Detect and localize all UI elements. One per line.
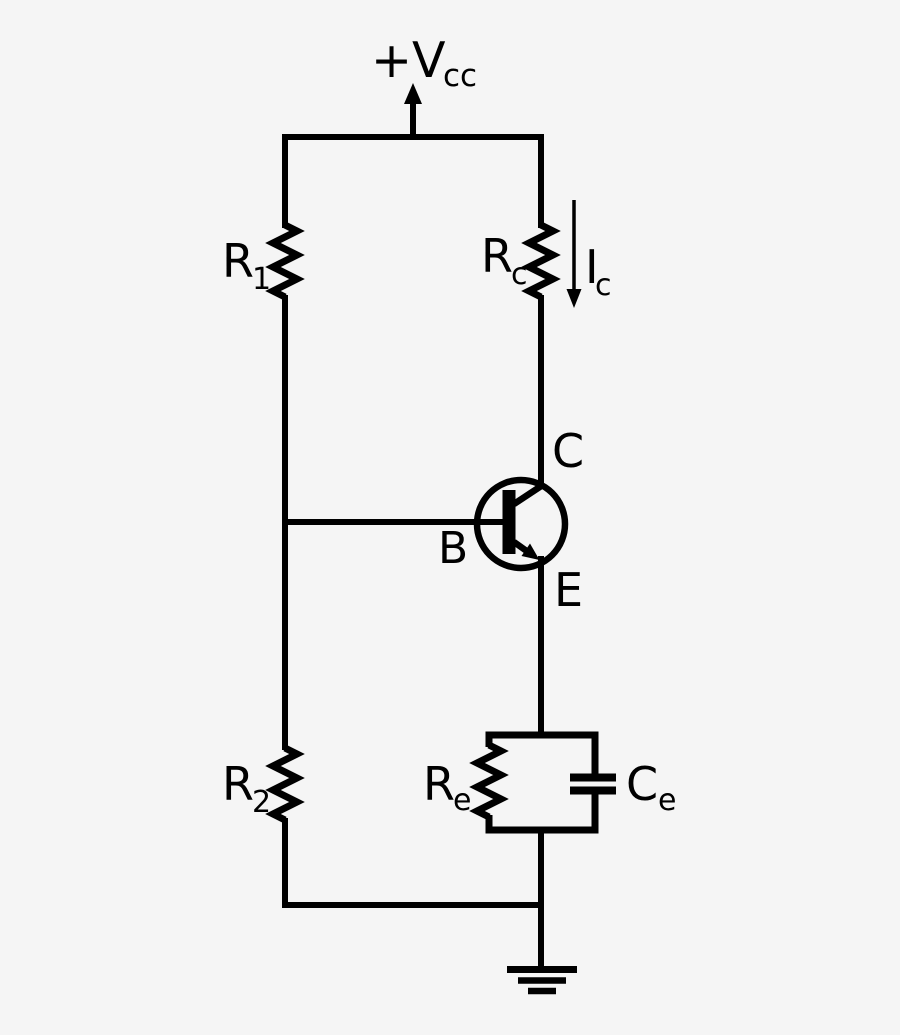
ground-icon [507,966,577,995]
transistor-collector-lead [512,482,544,507]
re-label-subscript: e [453,783,471,818]
wire-top-rail [282,134,544,228]
ic-arrow-head-icon [566,289,582,308]
supply-label: +V [371,32,446,89]
ic-label-subscript: c [595,268,612,303]
resistor-r2 [265,744,305,824]
vcc-arrow-head-icon [404,83,422,104]
rc-label: R [481,229,513,283]
supply-label-subscript: cc [443,58,477,94]
resistor-rc [521,221,561,301]
emitter-terminal-label: E [554,563,583,617]
transistor-circle [473,476,569,572]
wire-bottom-rail [282,818,544,908]
resistor-re [469,741,509,821]
r1-label: R [222,234,254,288]
rc-label-subscript: c [511,257,528,292]
transistor-emitter-arrow-icon [521,543,540,560]
ce-label: C [626,757,658,811]
collector-terminal-label: C [552,424,584,478]
ic-label: I [585,240,599,294]
r2-label-subscript: 2 [252,785,271,820]
ce-label-subscript: e [658,783,676,818]
resistor-r1 [265,221,305,301]
r1-label-subscript: 1 [252,262,271,297]
npn-transistor-icon [473,476,569,572]
base-terminal-label: B [438,523,468,574]
re-label: R [423,757,455,811]
labels: +V cc R 1 R c I c C B E R 2 R e C e [222,32,676,820]
capacitor-ce-icon [570,773,616,795]
r2-label: R [222,757,254,811]
transistor-base-bar [502,490,516,554]
